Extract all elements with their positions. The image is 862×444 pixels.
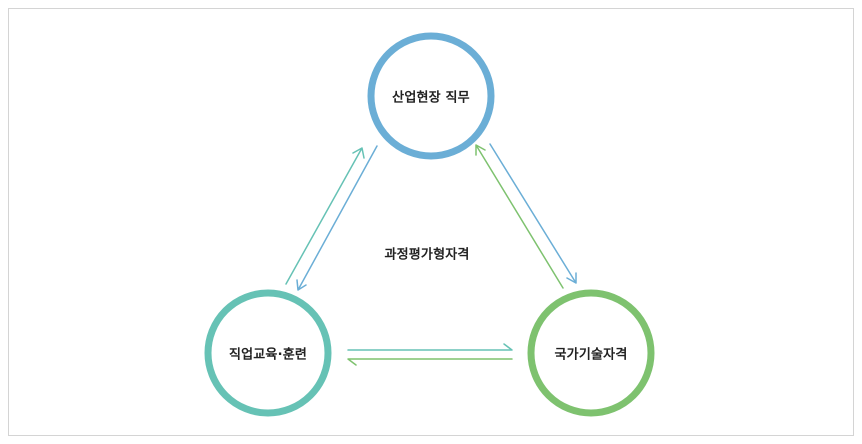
node-label-national-qualification: 국가기술자격 (554, 347, 628, 363)
arrow-job-to-qualification (489, 143, 577, 284)
arrow-qualification-to-training (347, 358, 513, 366)
diagram-frame (8, 8, 854, 436)
arrow-qualification-to-job (475, 144, 564, 289)
arrow-training-to-qualification (347, 343, 513, 351)
node-circle-vocational-training (204, 289, 332, 417)
arrow-training-to-job (285, 147, 365, 285)
center-label: 과정평가형자격 (384, 247, 470, 263)
node-circle-industry-job (367, 32, 495, 160)
node-label-vocational-training: 직업교육·훈련 (228, 347, 308, 363)
node-circle-national-qualification (527, 289, 655, 417)
node-label-industry-job: 산업현장 직무 (392, 90, 470, 106)
arrow-job-to-training (296, 145, 378, 291)
